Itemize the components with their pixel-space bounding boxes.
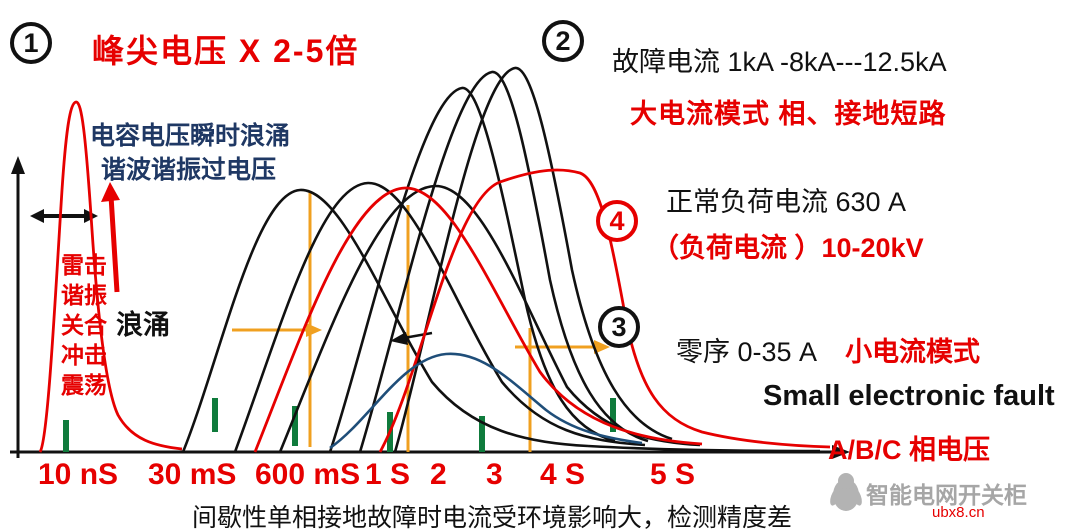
- double-arrow-icon: [30, 209, 98, 223]
- marker-3-label: 3: [611, 311, 627, 342]
- axis-tick-5s: 5 S: [650, 458, 696, 491]
- axis-tick-3: 3: [486, 458, 503, 491]
- small-current-mode-label: 小电流模式: [845, 337, 981, 367]
- watermark-url: ubx8.cn: [932, 504, 985, 521]
- term-closing: 关合: [61, 312, 107, 338]
- big-current-mode-label: 大电流模式 相、接地短路: [630, 99, 947, 129]
- surge-label: 浪涌: [116, 310, 170, 340]
- orange-arrow-right-icon: [306, 323, 322, 337]
- red-curves: [38, 100, 831, 453]
- marker-1-label: 1: [23, 27, 39, 58]
- axis-tick-2: 2: [430, 458, 447, 491]
- axis-tick-30ms: 30 mS: [148, 458, 237, 491]
- axes: [10, 170, 834, 458]
- axis-tick-4s: 4 S: [540, 458, 586, 491]
- phase-voltage-label: A/B/C 相电压: [828, 435, 990, 465]
- watermark-logo-icon: [830, 473, 862, 511]
- orange-guides: [232, 192, 600, 452]
- peak-voltage-title: 峰尖电压 X 2-5倍: [92, 33, 360, 69]
- blue-curve: [329, 352, 643, 450]
- marker-4: 4: [596, 200, 638, 242]
- axis-tick-1s: 1 S: [365, 458, 411, 491]
- load-current-label: （负荷电流 ）10-20kV: [652, 233, 924, 263]
- axis-tick-600ms: 600 mS: [255, 458, 361, 491]
- term-oscillation: 震荡: [61, 372, 107, 398]
- marker-1: 1: [10, 22, 52, 64]
- marker-2-label: 2: [555, 25, 571, 56]
- axis-tick-10ns: 10 nS: [38, 458, 119, 491]
- left-vertical-terms: 雷击 谐振 关合 冲击 震荡: [56, 250, 112, 400]
- marker-3: 3: [598, 306, 640, 348]
- orange-arrow-right-icon: [594, 340, 610, 354]
- normal-load-label: 正常负荷电流 630 A: [666, 187, 907, 217]
- black-curves: [181, 66, 821, 453]
- bottom-note: 间歇性单相接地故障时电流受环境影响大，检测精度差: [192, 504, 793, 532]
- zero-sequence-line: 零序 0-35 A 小电流模式: [676, 330, 980, 369]
- term-resonance: 谐振: [61, 282, 107, 308]
- term-impulse: 冲击: [61, 342, 107, 368]
- zero-sequence-label: 零序 0-35 A: [676, 337, 818, 367]
- x-axis-arrow-icon: [832, 445, 850, 459]
- capacitor-surge-line2: 谐波谐振过电压: [101, 156, 277, 184]
- watermark-name: 智能电网开关柜: [866, 482, 1027, 508]
- small-fault-en-label: Small electronic fault: [763, 380, 1055, 412]
- black-left-arrow-icon: [390, 331, 433, 345]
- surge-up-arrow-icon: [101, 182, 120, 293]
- marker-2: 2: [542, 20, 584, 62]
- marker-4-label: 4: [609, 205, 625, 236]
- y-axis-arrow-icon: [11, 156, 25, 174]
- fault-current-label: 故障电流 1kA -8kA---12.5kA: [612, 47, 947, 77]
- term-lightning: 雷击: [61, 252, 107, 278]
- capacitor-surge-line1: 电容电压瞬时浪涌: [90, 122, 291, 150]
